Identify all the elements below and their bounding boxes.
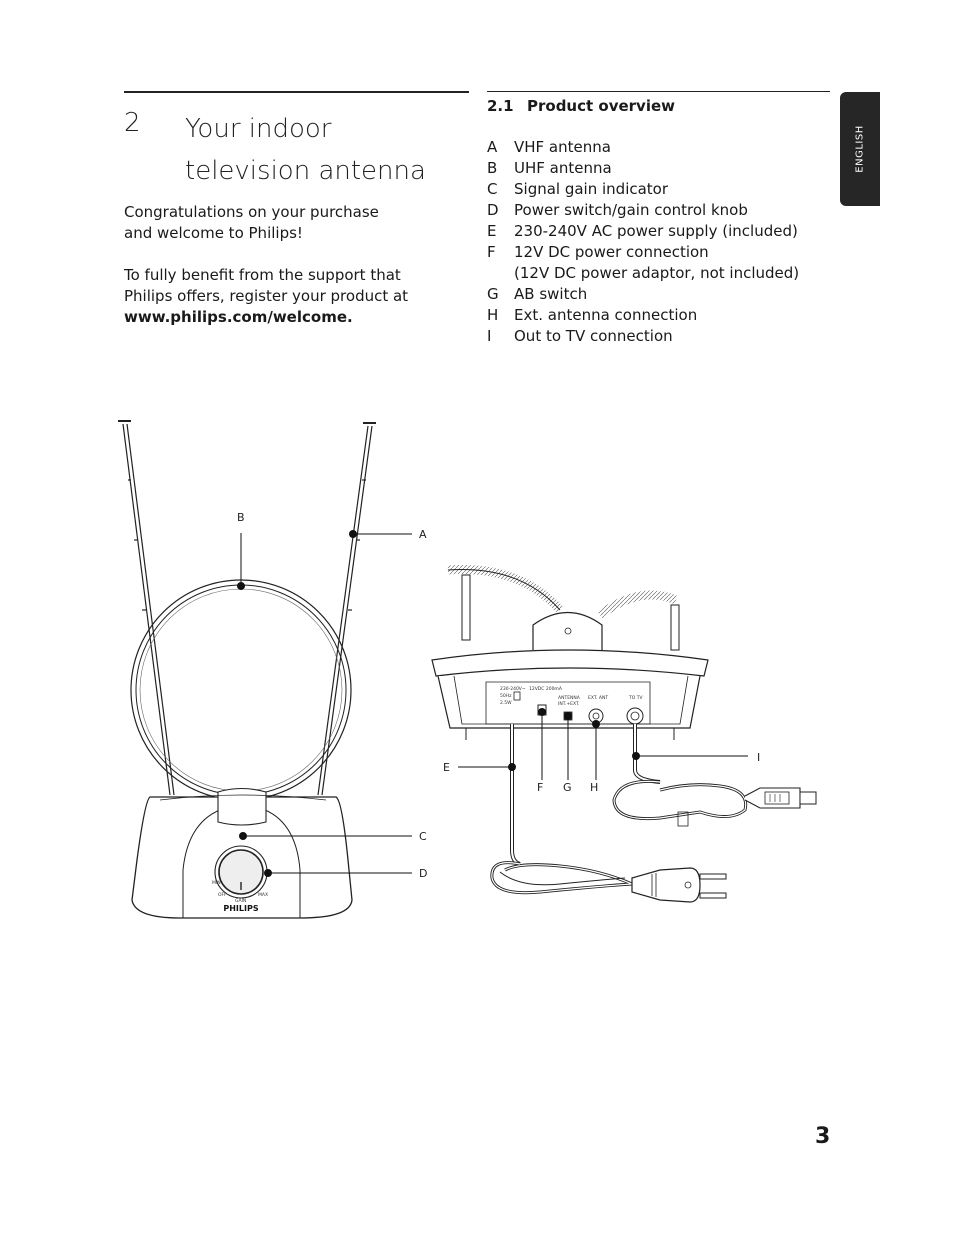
- svg-text:EXT. ANT: EXT. ANT: [588, 695, 608, 701]
- vhf-rods: [118, 420, 376, 796]
- list-item: D Power switch/gain control knob: [487, 200, 799, 221]
- svg-text:OFF: OFF: [218, 892, 227, 898]
- part-letter: H: [487, 306, 499, 324]
- intro-paragraph-1: Congratulations on your purchase and wel…: [124, 203, 379, 242]
- svg-text:ANTENNA: ANTENNA: [558, 695, 581, 701]
- right-header-rule: [487, 91, 830, 92]
- svg-text:TO TV: TO TV: [628, 695, 643, 701]
- part-label-continuation: (12V DC power adaptor, not included): [514, 264, 800, 282]
- part-label: Out to TV connection: [514, 327, 673, 345]
- chapter-title-line1: Your indoor: [185, 114, 332, 144]
- part-label: Power switch/gain control knob: [514, 201, 748, 219]
- product-diagram: MIN OFF GAIN MAX PHILIPS A B C D: [118, 420, 817, 919]
- rear-callout-lines: [458, 708, 748, 780]
- brand-logo: PHILIPS: [223, 904, 258, 913]
- list-item: G AB switch: [487, 284, 799, 305]
- parts-list: A VHF antenna B UHF antenna C Signal gain i…: [487, 137, 799, 347]
- part-label: AB switch: [514, 285, 588, 303]
- left-header-rule: [124, 91, 469, 93]
- svg-text:GAIN: GAIN: [235, 898, 246, 904]
- list-item: C Signal gain indicator: [487, 179, 799, 200]
- welcome-link[interactable]: www.philips.com/welcome.: [124, 308, 353, 326]
- list-item: I Out to TV connection: [487, 326, 799, 347]
- svg-text:INT.+EXT.: INT.+EXT.: [558, 701, 580, 707]
- svg-text:50Hz: 50Hz: [500, 693, 512, 699]
- section-title: Product overview: [527, 97, 676, 115]
- callout-d: D: [419, 867, 427, 880]
- part-letter: B: [487, 159, 498, 177]
- svg-text:MAX: MAX: [258, 892, 268, 898]
- language-tab-label: ENGLISH: [854, 125, 866, 173]
- uhf-loop: [130, 579, 352, 801]
- list-item: A VHF antenna: [487, 137, 799, 158]
- part-letter: F: [487, 243, 496, 261]
- part-letter: G: [487, 285, 499, 303]
- part-label: 230-240V AC power supply (included): [514, 222, 798, 240]
- svg-text:12VDC 200mA: 12VDC 200mA: [529, 686, 563, 692]
- list-item: B UHF antenna: [487, 158, 799, 179]
- svg-text:MIN: MIN: [212, 880, 221, 886]
- rear-view-antenna: 230-240V~ 50Hz 2.5W 12VDC 200mA ANTENNA …: [431, 565, 817, 903]
- callout-b: B: [237, 511, 245, 524]
- part-letter: C: [487, 180, 498, 198]
- callout-f: F: [537, 781, 543, 794]
- callout-g: G: [563, 781, 572, 794]
- callout-i: I: [757, 751, 760, 764]
- list-item: E 230-240V AC power supply (included): [487, 221, 799, 242]
- part-label: VHF antenna: [514, 138, 611, 156]
- intro-paragraph-2: To fully benefit from the support that P…: [124, 265, 444, 328]
- page-number: 3: [815, 1124, 831, 1149]
- list-item: F 12V DC power connection: [487, 242, 799, 263]
- callout-a: A: [419, 528, 427, 541]
- chapter-title: Your indoor television antenna: [185, 108, 465, 192]
- chapter-number: 2: [124, 108, 141, 138]
- part-letter: A: [487, 138, 498, 156]
- front-view-antenna: MIN OFF GAIN MAX PHILIPS: [118, 420, 376, 919]
- part-label: UHF antenna: [514, 159, 612, 177]
- part-letter: E: [487, 222, 497, 240]
- part-label: 12V DC power connection: [514, 243, 709, 261]
- section-number: 2.1: [487, 97, 514, 115]
- antenna-base: MIN OFF GAIN MAX PHILIPS: [131, 787, 353, 919]
- section-heading: 2.1 Product overview: [487, 97, 675, 115]
- callout-c: C: [419, 830, 427, 843]
- callout-e: E: [443, 761, 450, 774]
- intro-paragraph-2-text: To fully benefit from the support that P…: [124, 266, 409, 305]
- language-tab[interactable]: ENGLISH: [840, 92, 880, 206]
- list-item-continuation: (12V DC power adaptor, not included): [487, 263, 799, 284]
- chapter-title-line2: television antenna: [185, 156, 426, 186]
- part-label: Signal gain indicator: [514, 180, 669, 198]
- callout-h: H: [590, 781, 598, 794]
- svg-text:230-240V~: 230-240V~: [500, 686, 526, 692]
- svg-text:2.5W: 2.5W: [500, 700, 512, 706]
- part-letter: I: [487, 327, 492, 345]
- part-letter: D: [487, 201, 499, 219]
- callout-lines: [237, 530, 412, 877]
- list-item: H Ext. antenna connection: [487, 305, 799, 326]
- part-label: Ext. antenna connection: [514, 306, 698, 324]
